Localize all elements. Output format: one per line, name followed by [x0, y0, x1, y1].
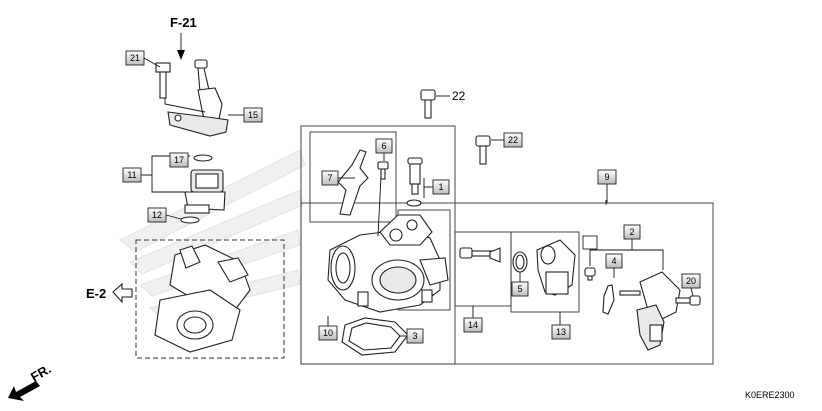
callout-17-text: 17	[174, 155, 184, 165]
callout-10-text: 10	[323, 328, 333, 338]
sensor-1-part	[406, 157, 423, 207]
bolt-20-part	[675, 295, 701, 306]
intake-dashed-box	[135, 239, 285, 359]
callout-1-text: 1	[438, 182, 443, 192]
leader-21-bolt	[164, 98, 206, 113]
bolt-21-part	[155, 62, 171, 99]
callout-12-text: 12	[152, 210, 162, 220]
callout-3-text: 3	[412, 331, 417, 341]
callout-10: 10	[318, 325, 338, 341]
leader-20	[690, 287, 694, 297]
callout-13: 13	[551, 324, 571, 340]
callout-6-text: 6	[381, 141, 386, 151]
callout-9: 9	[597, 169, 617, 185]
callout-6: 6	[375, 138, 393, 154]
group-box-13	[510, 231, 580, 313]
leader-21	[143, 57, 161, 68]
actuator-13-part	[536, 239, 576, 296]
callout-5: 5	[511, 281, 529, 297]
callout-21-text: 21	[130, 53, 140, 63]
callout-4: 4	[605, 253, 623, 269]
valve-5-part	[512, 251, 528, 273]
callout-4-text: 4	[611, 256, 616, 266]
oring-4-part	[602, 284, 615, 315]
injector-15-part	[167, 59, 229, 137]
empty-callout-box	[582, 235, 598, 250]
leader-bracket-to-body	[377, 175, 382, 237]
group-box-14	[454, 231, 512, 307]
callout-15: 15	[243, 107, 263, 123]
group-box-bracket	[309, 131, 397, 223]
callout-21: 21	[125, 50, 145, 66]
callout-14-text: 14	[468, 320, 478, 330]
bracket-7-part	[337, 149, 369, 216]
callout-7: 7	[321, 170, 339, 186]
front-label: FR.	[28, 361, 54, 384]
bolt-22-right-part	[475, 135, 491, 165]
callout-7-text: 7	[327, 173, 332, 183]
callout-11: 11	[122, 167, 142, 183]
callout-9-text: 9	[604, 172, 609, 182]
callout-2-text: 2	[629, 227, 634, 237]
callout-22-text: 22	[508, 135, 518, 145]
kit-14-part	[459, 247, 501, 263]
group-box-9	[300, 202, 714, 365]
callout-11-text: 11	[127, 170, 136, 180]
callout-20-text: 20	[686, 276, 696, 286]
callout-2: 2	[623, 224, 641, 240]
ref-label-top: F-21	[170, 15, 197, 30]
callout-3: 3	[406, 328, 424, 344]
throttle-body-part	[327, 214, 449, 313]
leader-12	[165, 214, 182, 220]
sensor-11-part	[180, 154, 226, 224]
callout-20: 20	[681, 273, 701, 289]
callout-22: 22	[503, 132, 523, 148]
bolt-22-top-part	[420, 89, 436, 119]
leader-2	[589, 249, 664, 270]
screw-6-part	[377, 161, 389, 180]
leader-11-bottom	[151, 175, 188, 193]
callout-15-text: 15	[248, 110, 258, 120]
front-arrow: FR.	[8, 361, 54, 401]
ref-arrow-top-head	[177, 50, 185, 60]
callout-1: 1	[432, 179, 450, 195]
intake-manifold-part	[154, 244, 251, 353]
screw-small-part	[584, 267, 596, 281]
callout-5-text: 5	[517, 284, 522, 294]
callout-13-text: 13	[556, 327, 566, 337]
callout-17: 17	[169, 152, 189, 168]
gasket-3-part	[341, 317, 409, 356]
ref-arrow-left	[112, 282, 133, 304]
ref-label-left: E-2	[86, 286, 106, 301]
sensor-2-part	[619, 271, 681, 351]
image-code: K0ERE2300	[745, 390, 795, 400]
callout-22-top-text: 22	[452, 89, 466, 103]
callout-14: 14	[463, 317, 483, 333]
callout-12: 12	[147, 207, 167, 223]
